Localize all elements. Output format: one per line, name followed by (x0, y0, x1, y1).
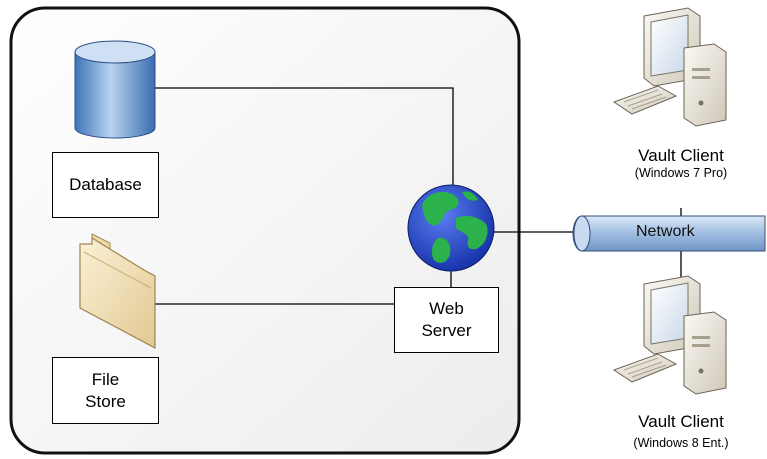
computer-icon-top (612, 7, 727, 127)
connector-lines (153, 87, 682, 305)
folder-icon (79, 233, 156, 349)
database-icon (74, 40, 156, 139)
network-label: Network (636, 223, 695, 240)
client-top-name: Vault Client (638, 146, 724, 165)
computer-icon-bottom (612, 275, 727, 395)
database-connector (153, 87, 454, 188)
globe-icon (407, 184, 495, 272)
client-bottom-name: Vault Client (638, 412, 724, 431)
client-bottom-os: (Windows 8 Ent.) (633, 436, 729, 450)
client-top-os: (Windows 7 Pro) (634, 166, 728, 180)
network-pipe (572, 215, 766, 252)
webserver-label: Web Server (394, 287, 499, 353)
filestore-label: File Store (52, 357, 159, 424)
database-label: Database (52, 152, 159, 218)
